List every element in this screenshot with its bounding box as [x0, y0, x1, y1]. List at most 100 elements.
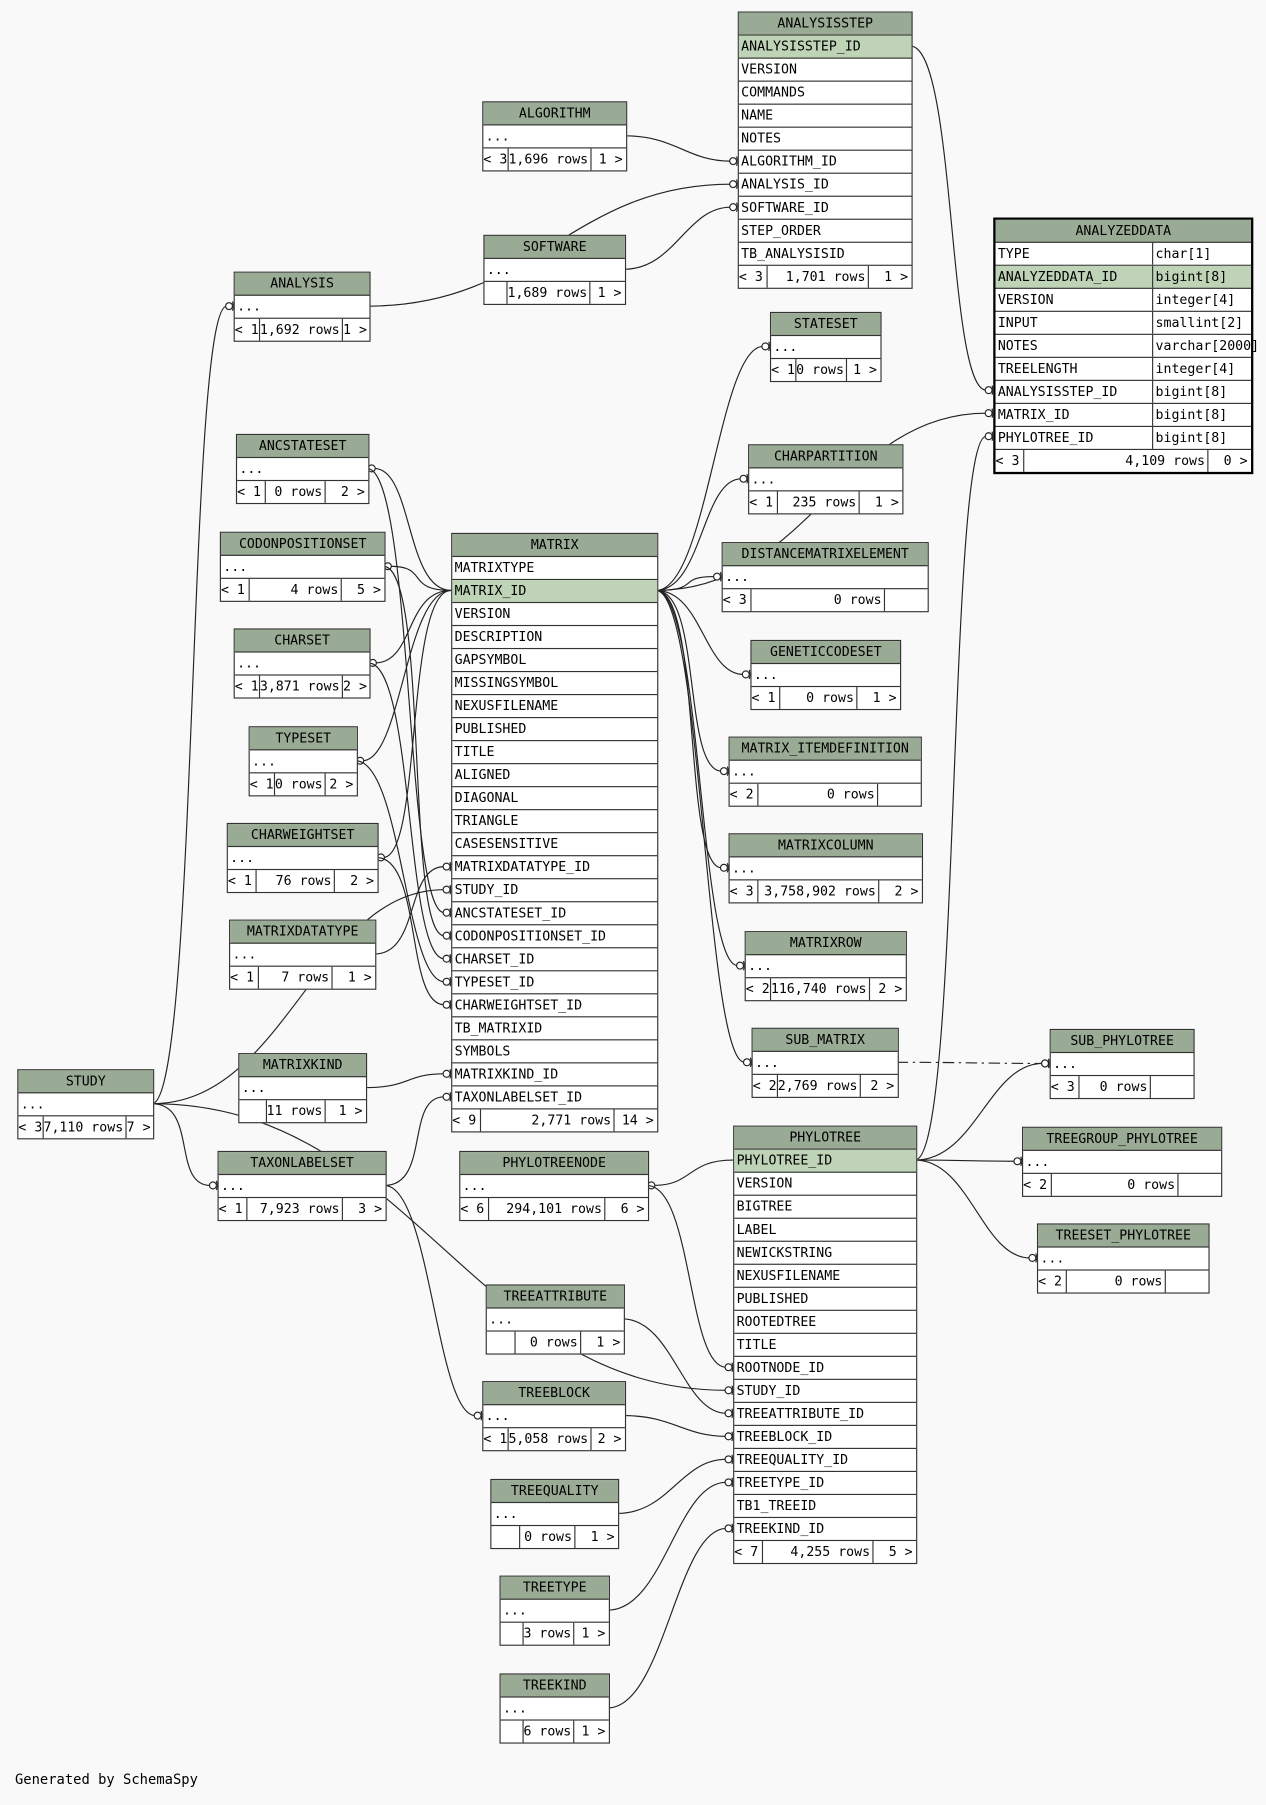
table-header[interactable]: TREEGROUP_PHYLOTREE — [1023, 1127, 1222, 1151]
table-header[interactable]: STUDY — [18, 1070, 154, 1094]
children-link[interactable]: 2 > — [350, 872, 375, 889]
parents-link[interactable]: < 1 — [237, 481, 266, 503]
children-link[interactable]: 2 > — [340, 483, 365, 500]
parents-link[interactable]: < 1 — [235, 318, 260, 341]
parents-link[interactable]: < 1 — [219, 1198, 248, 1220]
parents-link[interactable]: < 1 — [749, 491, 779, 514]
children-link[interactable]: 1 > — [874, 493, 899, 510]
parents-link[interactable] — [491, 1526, 521, 1548]
children-link[interactable]: 2 > — [870, 1077, 895, 1094]
children-link[interactable]: 1 > — [598, 150, 623, 167]
table-header[interactable]: SUB_MATRIX — [752, 1028, 898, 1052]
children-link[interactable] — [885, 589, 928, 611]
table-header[interactable]: TREEKIND — [500, 1674, 609, 1698]
table-header[interactable]: CHARPARTITION — [749, 445, 903, 469]
table-header[interactable]: MATRIX_ITEMDEFINITION — [729, 737, 921, 761]
parents-link[interactable]: < 3 — [723, 589, 752, 612]
parents-link[interactable]: < 7 — [734, 1541, 764, 1563]
children-link[interactable]: 7 > — [126, 1118, 151, 1135]
parents-link[interactable]: < 2 — [1038, 1270, 1067, 1293]
children-link[interactable]: 2 > — [878, 980, 903, 997]
children-link[interactable]: 1 > — [347, 969, 372, 986]
table-header[interactable]: PHYLOTREE — [734, 1126, 917, 1150]
children-link[interactable]: 5 > — [357, 581, 381, 598]
table-header[interactable]: TREEBLOCK — [483, 1382, 625, 1406]
parents-link[interactable]: < 1 — [230, 966, 259, 989]
table-header[interactable]: SUB_PHYLOTREE — [1050, 1030, 1194, 1054]
children-link[interactable]: 2 > — [894, 882, 919, 899]
children-link[interactable]: 1 > — [581, 1625, 606, 1642]
table-header[interactable]: PHYLOTREENODE — [460, 1152, 648, 1176]
parents-link[interactable]: < 2 — [1023, 1173, 1052, 1196]
children-link[interactable]: 1 > — [596, 1333, 621, 1351]
parents-link[interactable]: < 3 — [996, 450, 1025, 472]
table-header[interactable]: ALGORITHM — [483, 102, 627, 126]
children-link[interactable] — [1179, 1174, 1222, 1196]
parents-link[interactable]: < 3 — [730, 880, 759, 903]
table-header[interactable]: MATRIXDATATYPE — [230, 920, 376, 944]
children-link[interactable]: 3 > — [358, 1200, 383, 1217]
children-link[interactable]: 2 > — [597, 1430, 622, 1447]
children-link[interactable] — [1151, 1076, 1194, 1098]
parents-link[interactable]: < 1 — [483, 1428, 509, 1451]
parents-link[interactable]: < 1 — [228, 870, 257, 892]
parents-link[interactable] — [485, 281, 508, 304]
parents-link[interactable]: < 3 — [1051, 1076, 1080, 1098]
children-link[interactable]: 1 > — [581, 1722, 606, 1740]
table-header[interactable]: TYPESET — [249, 727, 357, 751]
children-link[interactable]: 1 > — [343, 321, 367, 338]
table-header[interactable]: CHARSET — [234, 629, 370, 653]
parents-link[interactable]: < 3 — [18, 1116, 44, 1139]
table-header[interactable]: ANALYSISSTEP — [738, 12, 912, 36]
children-link[interactable]: 14 > — [621, 1111, 654, 1128]
children-link[interactable]: 1 > — [590, 1528, 615, 1545]
parents-link[interactable]: < 1 — [235, 675, 260, 698]
children-link[interactable]: 6 > — [620, 1200, 645, 1217]
parents-link[interactable]: < 3 — [483, 148, 509, 171]
parents-link[interactable]: < 2 — [730, 783, 759, 806]
children-link[interactable]: 0 > — [1223, 452, 1248, 469]
table-header[interactable]: DISTANCEMATRIXELEMENT — [722, 543, 928, 567]
parents-link[interactable] — [239, 1100, 267, 1123]
parents-link[interactable]: < 9 — [452, 1109, 482, 1132]
table-header[interactable]: TREEATTRIBUTE — [486, 1285, 624, 1309]
table-header[interactable]: ANALYZEDDATA — [995, 219, 1252, 243]
table-header[interactable]: TREETYPE — [500, 1576, 609, 1600]
table-header[interactable]: MATRIXROW — [745, 932, 906, 956]
parents-link[interactable] — [487, 1331, 516, 1354]
parents-link[interactable]: < 2 — [746, 978, 771, 1001]
table-header[interactable]: MATRIXCOLUMN — [729, 834, 922, 858]
table-header[interactable]: SOFTWARE — [484, 235, 625, 259]
children-link[interactable]: 1 > — [884, 268, 909, 285]
children-link[interactable] — [1166, 1271, 1209, 1293]
parents-link[interactable]: < 1 — [752, 687, 781, 709]
parents-link[interactable]: < 1 — [250, 773, 275, 796]
children-link[interactable] — [878, 784, 921, 806]
table-header[interactable]: ANCSTATESET — [237, 435, 369, 459]
table-header[interactable]: GENETICCODESET — [751, 641, 901, 665]
parents-link[interactable]: < 2 — [753, 1074, 778, 1097]
